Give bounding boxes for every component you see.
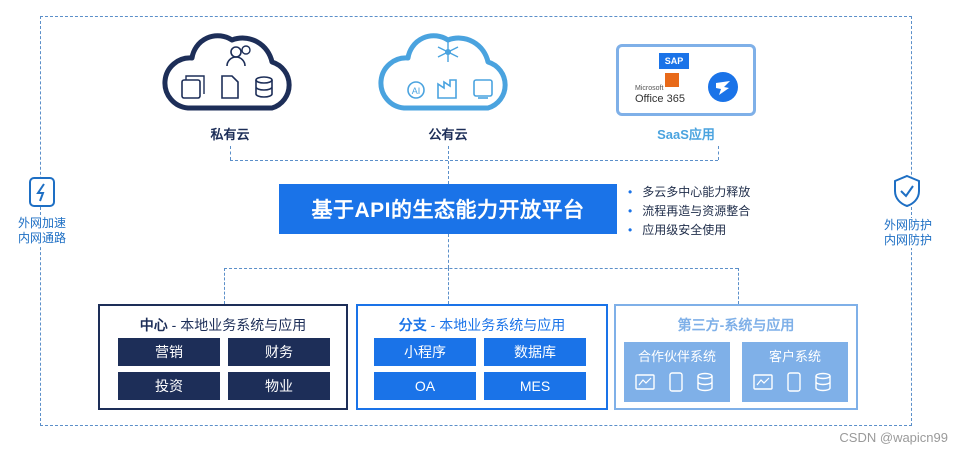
partner-system-label: 合作伙伴系统 [637, 349, 716, 364]
dingtalk-logo [708, 72, 738, 102]
public-cloud-icon: AI [378, 33, 508, 111]
api-platform-box: 基于API的生态能力开放平台 [279, 184, 617, 234]
branch-panel: 分支 - 本地业务系统与应用 小程序 数据库 OA MES [356, 304, 608, 410]
private-cloud-icon [162, 33, 292, 111]
branch-title-rest: - 本地业务系统与应用 [426, 317, 566, 333]
cloud-connector-horizontal [230, 160, 718, 161]
watermark: CSDN @wapicn99 [839, 430, 948, 445]
office-logo [665, 73, 679, 87]
benefit-item: 应用级安全使用 [628, 221, 750, 240]
private-cloud-connector [230, 146, 231, 160]
platform-benefits-list: 多云多中心能力释放 流程再造与资源整合 应用级安全使用 [628, 183, 750, 240]
third-panel-title: 第三方-系统与应用 [677, 317, 795, 333]
saas-label: SaaS应用 [657, 127, 715, 142]
system-icons [635, 372, 713, 392]
center-title-bold: 中心 [139, 317, 168, 333]
right-side-label: 外网防护 内网防护 [876, 218, 940, 248]
third-party-panel: 第三方-系统与应用 合作伙伴系统 客户系统 [614, 304, 858, 410]
branch-tile-miniprogram: 小程序 [374, 338, 476, 366]
customer-system-tile: 客户系统 [742, 342, 848, 402]
branch-tile-mes: MES [484, 372, 586, 400]
sap-logo: SAP [659, 53, 689, 69]
center-tile-property: 物业 [228, 372, 330, 400]
branch-panel-title: 分支 - 本地业务系统与应用 [358, 315, 606, 335]
center-tile-finance: 财务 [228, 338, 330, 366]
left-side-line2: 内网通路 [17, 231, 66, 245]
branch-title-bold: 分支 [398, 317, 427, 333]
system-icons [753, 372, 831, 392]
left-side-label: 外网加速 内网通路 [10, 216, 74, 246]
branch-tile-oa: OA [374, 372, 476, 400]
benefit-item: 多云多中心能力释放 [628, 183, 750, 202]
network-acceleration-icon [29, 177, 55, 207]
office-365-text: Office 365 [635, 93, 685, 105]
right-side-line2: 内网防护 [883, 233, 932, 247]
shield-icon [894, 174, 920, 208]
public-cloud-connector [448, 146, 449, 184]
partner-system-tile: 合作伙伴系统 [624, 342, 730, 402]
left-side-line1: 外网加速 [17, 216, 66, 230]
center-panel: 中心 - 本地业务系统与应用 营销 财务 投资 物业 [98, 304, 348, 410]
saas-apps-box: SAP Microsoft Office 365 [616, 44, 756, 116]
svg-text:AI: AI [412, 86, 421, 96]
center-tile-investment: 投资 [118, 372, 220, 400]
customer-system-label: 客户系统 [768, 349, 821, 364]
center-title-rest: - 本地业务系统与应用 [167, 317, 307, 333]
platform-down-connector [448, 234, 449, 268]
branch-tile-database: 数据库 [484, 338, 586, 366]
public-cloud-label: 公有云 [428, 127, 468, 142]
saas-connector [718, 146, 719, 160]
office-microsoft-text: Microsoft [635, 85, 664, 92]
branch-panel-connector [448, 268, 449, 304]
center-tile-marketing: 营销 [118, 338, 220, 366]
center-panel-title: 中心 - 本地业务系统与应用 [100, 315, 346, 335]
third-panel-connector [738, 268, 739, 304]
center-panel-connector [224, 268, 225, 304]
panel-connector-horizontal [224, 268, 738, 269]
private-cloud-label: 私有云 [210, 127, 250, 142]
right-side-line1: 外网防护 [883, 218, 932, 232]
benefit-item: 流程再造与资源整合 [628, 202, 750, 221]
